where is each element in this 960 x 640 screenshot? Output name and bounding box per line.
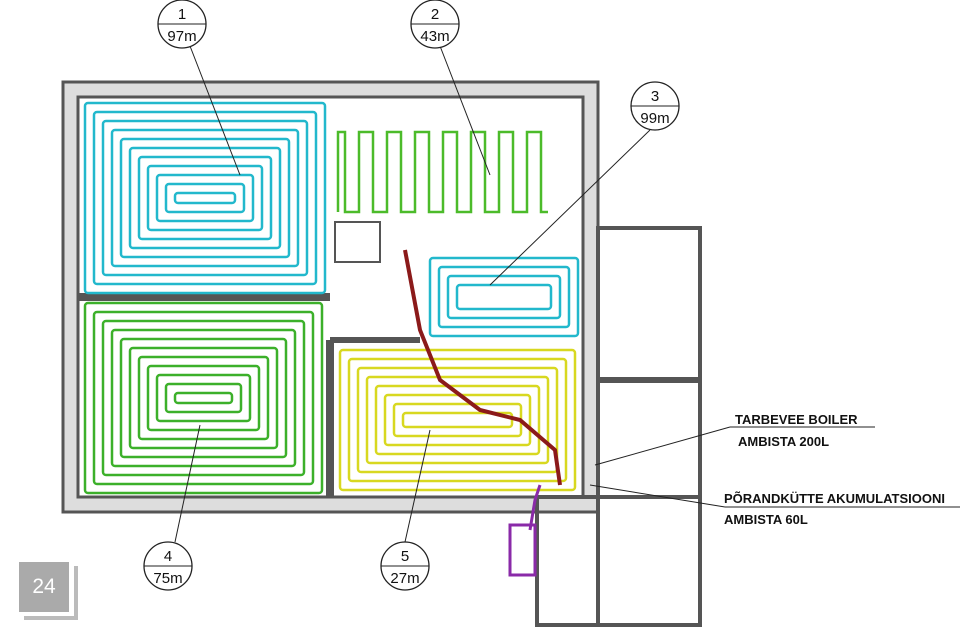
loop-pipe bbox=[164, 382, 243, 414]
loop-pipe bbox=[146, 364, 261, 432]
loop-number: 4 bbox=[164, 548, 172, 565]
loop-number: 3 bbox=[651, 88, 659, 105]
loop-pipe bbox=[338, 348, 577, 492]
loop-pipe bbox=[128, 146, 282, 250]
loop-length: 75m bbox=[153, 570, 182, 587]
heating-loop-5 bbox=[428, 256, 580, 338]
page-badge-shadow bbox=[24, 566, 78, 620]
boiler-model: AMBISTA 200L bbox=[738, 434, 829, 449]
accumulator-title: PÕRANDKÜTTE AKUMULATSIOONI bbox=[724, 491, 945, 506]
loop-number: 5 bbox=[401, 548, 409, 565]
loop-length: 27m bbox=[390, 570, 419, 587]
loop-pipe bbox=[83, 101, 327, 295]
page-number-badge: 24 bbox=[19, 562, 69, 612]
loop-number: 2 bbox=[431, 6, 439, 23]
loop-pipe bbox=[164, 182, 246, 214]
loop-pipe bbox=[347, 357, 568, 483]
loop-pipe bbox=[155, 373, 252, 423]
loop-pipe bbox=[146, 164, 264, 232]
loop-length: 99m bbox=[640, 110, 669, 127]
loop-pipe bbox=[92, 110, 318, 286]
loop-pipe bbox=[374, 384, 541, 456]
loop-pipe bbox=[92, 310, 315, 486]
loop-pipe bbox=[119, 337, 288, 459]
purple-pipe bbox=[528, 484, 542, 531]
heating-loop-1 bbox=[83, 101, 327, 295]
loop-pipe bbox=[110, 328, 297, 468]
boiler-title: TARBEVEE BOILER bbox=[735, 412, 858, 427]
loop-pipe bbox=[446, 274, 562, 320]
loop-pipe bbox=[356, 366, 559, 474]
accumulator-model: AMBISTA 60L bbox=[724, 512, 808, 527]
loop-pipe bbox=[155, 173, 255, 223]
loop-pipe bbox=[455, 283, 553, 311]
loop-pipe bbox=[437, 265, 571, 329]
heating-loop-3 bbox=[83, 301, 324, 495]
loop-length: 97m bbox=[167, 28, 196, 45]
loop-length: 43m bbox=[420, 28, 449, 45]
loop-pipe bbox=[173, 391, 234, 405]
loop-pipe bbox=[83, 301, 324, 495]
loop-pipe bbox=[428, 256, 580, 338]
supply-pipe bbox=[403, 249, 562, 486]
heating-loop-4 bbox=[338, 348, 577, 492]
loop-pipe bbox=[173, 191, 237, 205]
loop-pipe bbox=[336, 130, 548, 214]
loop-number: 1 bbox=[178, 6, 186, 23]
loop-pipe bbox=[110, 128, 300, 268]
loop-pipe bbox=[137, 355, 270, 441]
loop-pipe bbox=[119, 137, 291, 259]
loop-pipe bbox=[137, 155, 273, 241]
loop-pipe bbox=[101, 119, 309, 277]
loop-pipe bbox=[365, 375, 550, 465]
heating-loop-2 bbox=[336, 130, 548, 214]
loop-pipe bbox=[101, 319, 306, 477]
loop-pipe bbox=[128, 346, 279, 450]
